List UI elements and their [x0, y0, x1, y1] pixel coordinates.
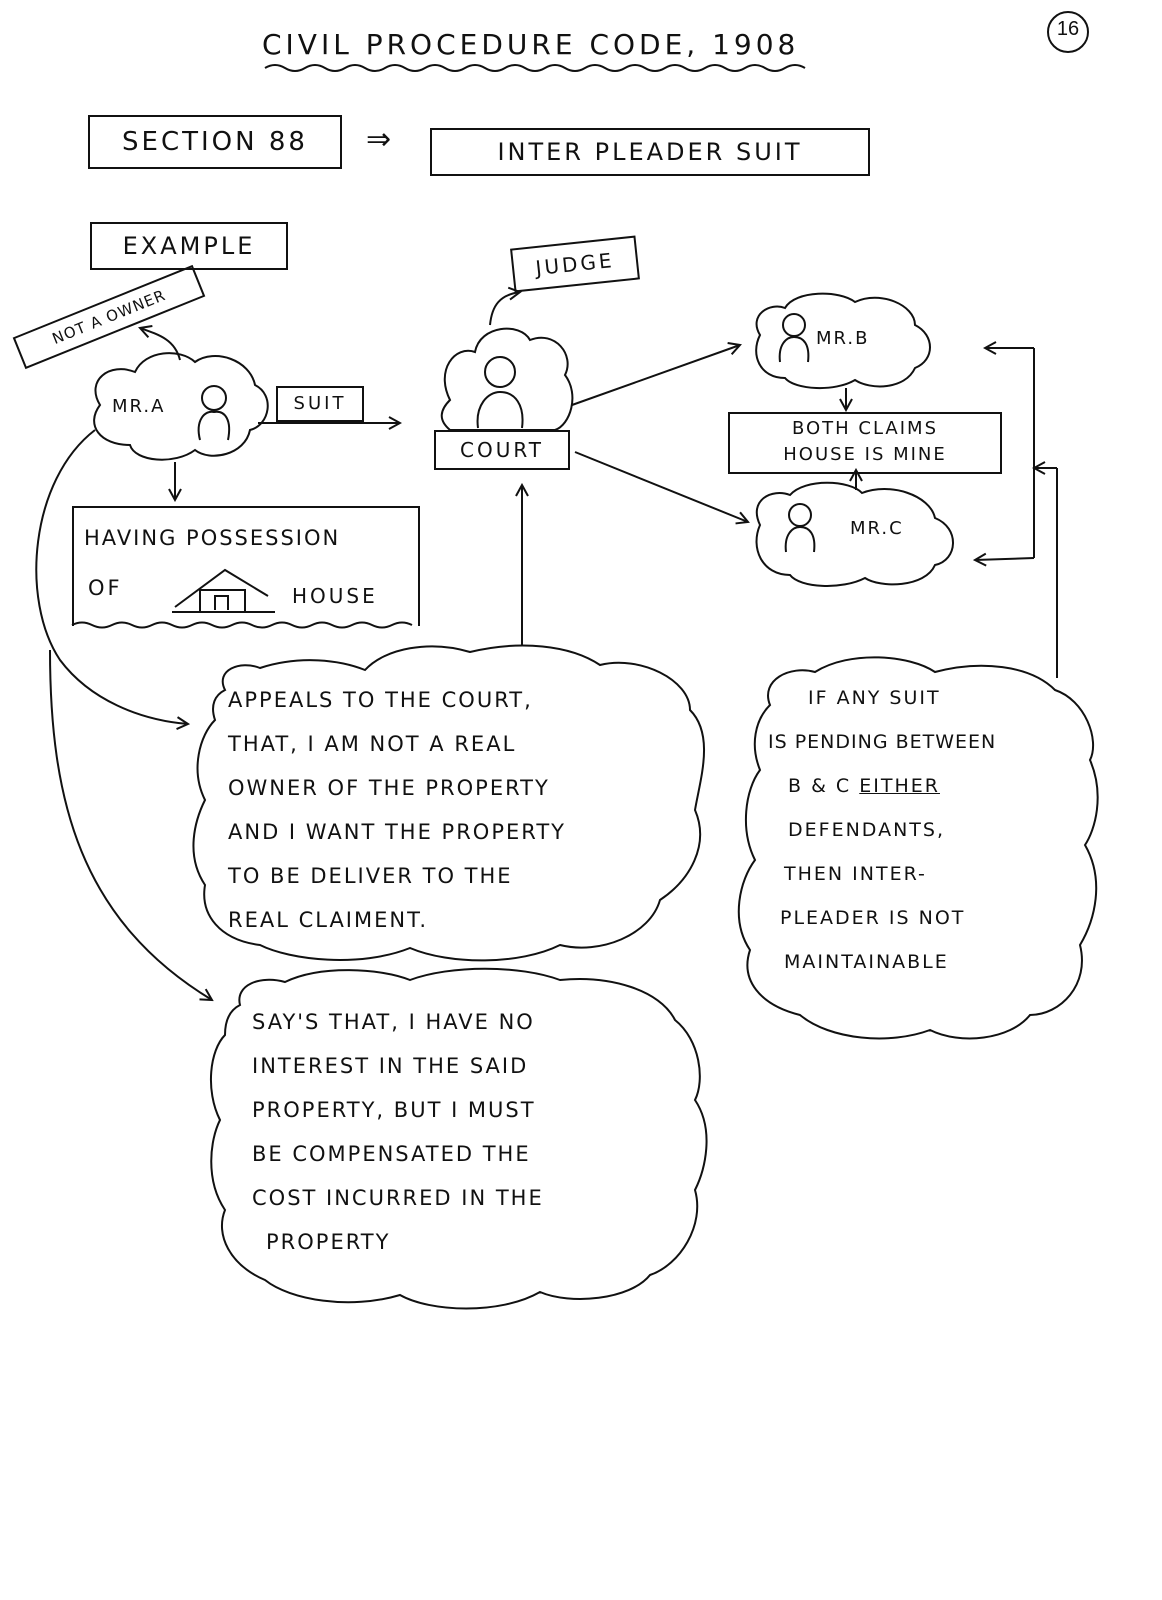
possession-line1: HAVING POSSESSION [84, 526, 341, 550]
pending-b-c: B & C [788, 775, 852, 797]
mr-c-label: MR.C [850, 518, 904, 539]
pending-line-b-c: B & C EITHER [768, 764, 1088, 808]
says-line: COST INCURRED IN THE [252, 1186, 544, 1210]
appeal-line: REAL CLAIMENT. [228, 908, 429, 932]
says-line: SAY'S THAT, I HAVE NO [252, 1010, 535, 1034]
section-arrow: ⇒ [366, 122, 392, 157]
court-cloud [440, 327, 574, 431]
both-claims-line1: BOTH CLAIMS [791, 418, 939, 439]
pending-either: EITHER [859, 775, 940, 797]
section-label: SECTION 88 [88, 115, 342, 169]
court-label: COURT [434, 430, 570, 470]
pending-line: DEFENDANTS, [788, 819, 945, 841]
both-claims-line2: HOUSE IS MINE [783, 444, 947, 465]
mr-a-cloud [93, 352, 269, 461]
suit-label: SUIT [276, 386, 364, 422]
says-cloud-text: SAY'S THAT, I HAVE NO INTEREST IN THE SA… [252, 1000, 692, 1264]
title-underline [264, 64, 806, 72]
mr-a-label: MR.A [112, 396, 166, 417]
appeal-line: APPEALS TO THE COURT, [228, 688, 533, 712]
pending-cloud [737, 656, 1099, 1040]
possession-house: HOUSE [292, 584, 378, 608]
pending-line: THEN INTER- [784, 863, 927, 885]
page-number: 16 [1056, 18, 1080, 40]
pending-line: MAINTAINABLE [784, 951, 949, 973]
says-line: INTEREST IN THE SAID [252, 1054, 529, 1078]
pending-cloud-text: IF ANY SUIT IS PENDING BETWEEN B & C EIT… [768, 676, 1088, 984]
appeal-cloud [192, 644, 705, 962]
mr-b-cloud [755, 292, 931, 390]
page-number-circle [1047, 11, 1089, 53]
says-cloud [209, 967, 708, 1310]
possession-box: HAVING POSSESSION OF HOUSE [72, 506, 420, 626]
pending-line: PLEADER IS NOT [780, 907, 966, 929]
house-icon [174, 568, 269, 608]
pending-line: IS PENDING BETWEEN [768, 731, 997, 753]
says-line: BE COMPENSATED THE [252, 1142, 531, 1166]
mr-c-cloud [755, 481, 954, 587]
pending-line: IF ANY SUIT [808, 687, 941, 709]
appeal-line: THAT, I AM NOT A REAL [228, 732, 517, 756]
appeal-line: AND I WANT THE PROPERTY [228, 820, 566, 844]
appeal-line: TO BE DELIVER TO THE [228, 864, 513, 888]
possession-of: OF [88, 576, 123, 600]
appeal-cloud-text: APPEALS TO THE COURT, THAT, I AM NOT A R… [228, 678, 688, 942]
example-label: EXAMPLE [90, 222, 288, 270]
mr-b-label: MR.B [816, 328, 870, 349]
both-claims-box: BOTH CLAIMS HOUSE IS MINE [728, 412, 1002, 474]
says-line: PROPERTY [266, 1230, 391, 1254]
says-line: PROPERTY, BUT I MUST [252, 1098, 536, 1122]
section-topic: INTER PLEADER SUIT [430, 128, 870, 176]
page-title: CIVIL PROCEDURE CODE, 1908 [262, 28, 800, 61]
appeal-line: OWNER OF THE PROPERTY [228, 776, 550, 800]
